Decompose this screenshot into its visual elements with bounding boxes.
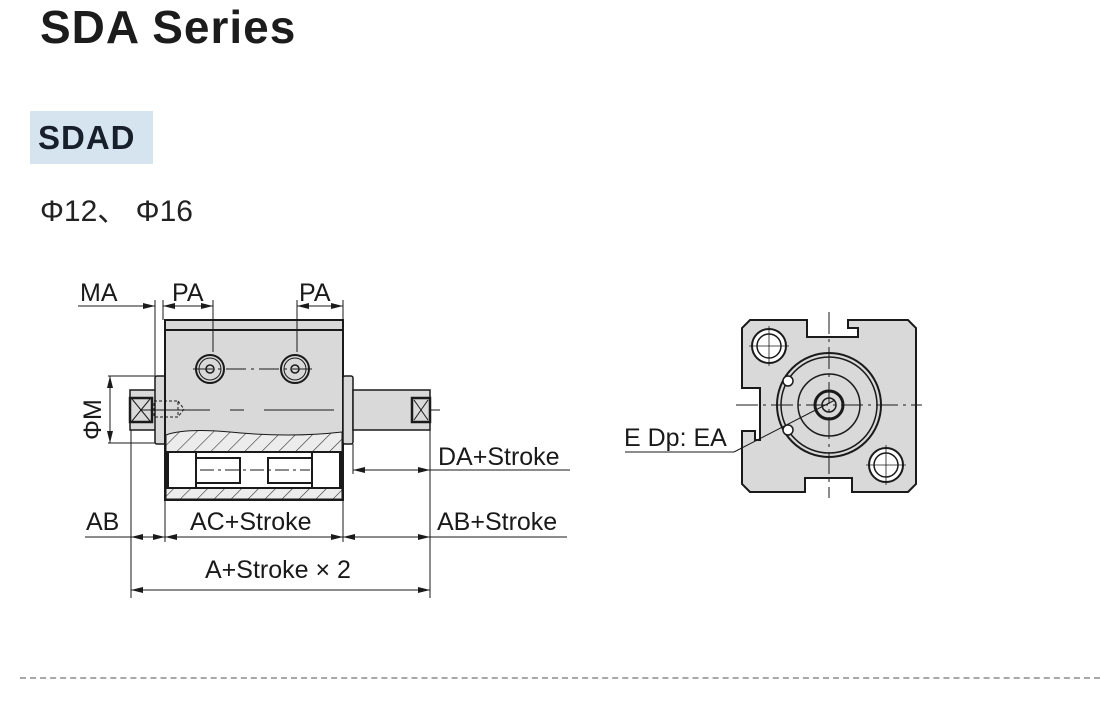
mount-hole-bottom-right bbox=[866, 445, 906, 485]
model-tag: SDAD bbox=[30, 111, 153, 164]
dim-label-da-stroke: DA+Stroke bbox=[438, 443, 560, 471]
dim-label-ma: MA bbox=[80, 279, 118, 307]
dim-label-a-stroke-x2: A+Stroke × 2 bbox=[205, 556, 351, 584]
end-view bbox=[625, 312, 922, 498]
section-divider bbox=[20, 677, 1100, 679]
thread-label: E Dp: EA bbox=[624, 424, 727, 452]
right-rod bbox=[352, 389, 431, 431]
model-label: SDAD bbox=[38, 119, 136, 156]
right-end-cap bbox=[342, 375, 354, 445]
dim-label-pa-left: PA bbox=[172, 279, 204, 307]
mount-hole-top-left bbox=[749, 326, 789, 366]
dim-label-ac-stroke: AC+Stroke bbox=[190, 508, 312, 536]
bore-sizes: Φ12、 Φ16 bbox=[40, 195, 193, 228]
section-hatch-upper bbox=[165, 430, 343, 453]
dim-label-ab-stroke: AB+Stroke bbox=[437, 508, 557, 536]
dim-label-pa-right: PA bbox=[299, 279, 331, 307]
end-plate bbox=[741, 319, 917, 493]
dim-label-phi-m: ΦM bbox=[79, 399, 107, 440]
side-dimensions bbox=[78, 300, 570, 598]
side-view bbox=[128, 319, 440, 501]
dim-label-ab: AB bbox=[86, 508, 119, 536]
section-hatch-lower bbox=[165, 487, 343, 500]
page-title: SDA Series bbox=[40, 1, 297, 53]
